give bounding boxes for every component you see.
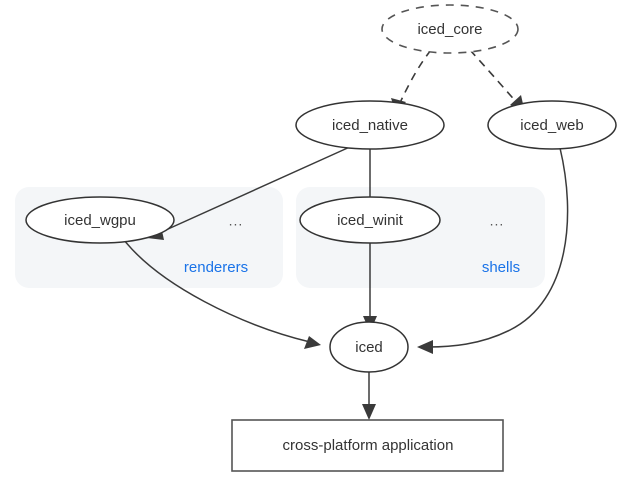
- node-iced-web-label: iced_web: [520, 117, 583, 134]
- edge-iced-to-application-arrowhead: [362, 404, 376, 420]
- node-iced-native-shape[interactable]: [295, 100, 445, 150]
- edge-iced-web-to-iced: [417, 147, 569, 354]
- node-iced-native-label: iced_native: [332, 117, 408, 134]
- edge-iced-native-to-iced-wgpu-line: [156, 145, 353, 235]
- edge-iced-core-to-iced-web: [469, 49, 525, 113]
- node-cross-platform-application[interactable]: cross-platform application: [231, 419, 504, 472]
- node-iced-wgpu-shape[interactable]: [25, 196, 175, 244]
- node-iced-winit[interactable]: iced_winit: [299, 196, 441, 244]
- cluster-renderers-ellipsis: ...: [229, 213, 244, 229]
- edge-iced-wgpu-to-iced: [123, 239, 321, 349]
- node-iced-winit-shape[interactable]: [299, 196, 441, 244]
- node-iced-label: iced: [355, 339, 383, 356]
- cluster-shells-label: shells: [482, 259, 520, 276]
- node-iced-web-shape[interactable]: [487, 100, 617, 150]
- node-iced-core-shape[interactable]: [381, 4, 519, 54]
- node-iced[interactable]: iced: [329, 321, 409, 373]
- node-iced-native[interactable]: iced_native: [295, 100, 445, 150]
- edge-iced-to-application: [362, 372, 376, 420]
- node-iced-winit-label: iced_winit: [337, 212, 404, 229]
- edge-iced-web-to-iced-line: [427, 147, 569, 348]
- node-iced-core-label: iced_core: [417, 21, 482, 38]
- edge-iced-web-to-iced-arrowhead: [417, 340, 433, 354]
- edge-iced-wgpu-to-iced-line: [123, 239, 311, 343]
- edge-iced-core-to-iced-web-line: [469, 49, 519, 105]
- cluster-shells-ellipsis: ...: [490, 213, 505, 229]
- node-iced-wgpu-label: iced_wgpu: [64, 212, 136, 229]
- node-cross-platform-application-shape[interactable]: [231, 419, 504, 472]
- cluster-renderers-label: renderers: [184, 259, 248, 276]
- edge-iced-wgpu-to-iced-arrowhead: [304, 336, 321, 349]
- node-iced-core[interactable]: iced_core: [381, 4, 519, 54]
- node-iced-shape[interactable]: [329, 321, 409, 373]
- node-iced-web[interactable]: iced_web: [487, 100, 617, 150]
- node-iced-wgpu[interactable]: iced_wgpu: [25, 196, 175, 244]
- edge-iced-core-to-iced-native-line: [398, 49, 432, 106]
- node-cross-platform-application-label: cross-platform application: [283, 437, 454, 454]
